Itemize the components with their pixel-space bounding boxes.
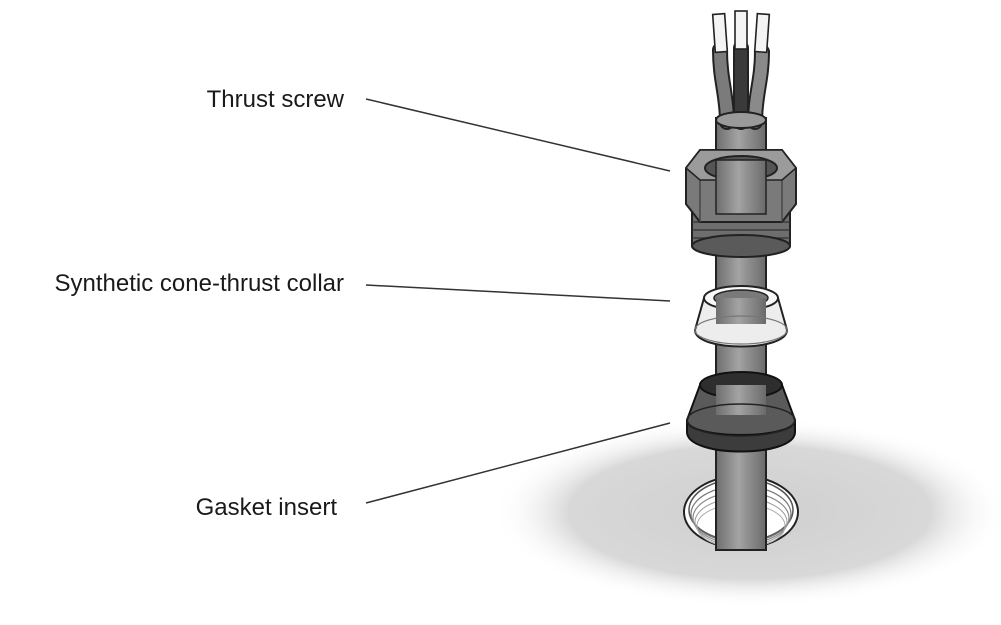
gasket-insert: [685, 371, 797, 453]
wire-conductors: [711, 10, 771, 130]
leader-line-thrust-screw: [365, 98, 671, 172]
label-cone-thrust-collar: Synthetic cone-thrust collar: [54, 270, 344, 297]
label-thrust-screw: Thrust screw: [206, 86, 344, 113]
leader-line-gasket: [365, 422, 671, 504]
leader-line-collar: [365, 284, 671, 302]
label-gasket-insert: Gasket insert: [195, 494, 337, 521]
cone-thrust-collar: [693, 285, 789, 348]
thrust-screw: [684, 149, 798, 258]
